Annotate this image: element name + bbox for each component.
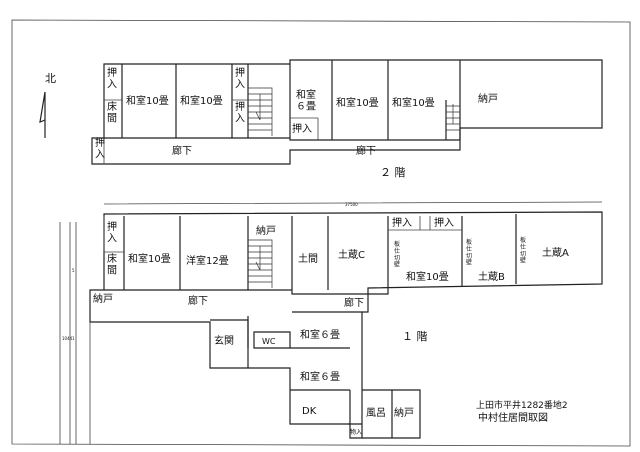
room-youshitsu-1f: 洋室12畳 (186, 254, 229, 267)
dimension-left-1: 5 (72, 268, 75, 273)
floor-1: 37500 5 10441 (59, 201, 603, 444)
room-oshi-2f-1: 押入 (107, 66, 117, 91)
floor-1-labels: 押入 床間 和室10畳 洋室12畳 納戸 土間 土蔵C 押入 押入 板仕切壁 和… (93, 216, 569, 436)
floor-2-labels: 押入 床間 和室10畳 和室10畳 押入 押入 和室６畳 押入 和室10畳 和室… (95, 66, 498, 179)
dimension-top: 37500 (345, 202, 358, 207)
room-dozo-b: 土蔵B (478, 270, 505, 283)
room-oshi-2f-4: 押入 (292, 122, 312, 135)
room-dozo-a: 土蔵A (542, 246, 569, 259)
caption: 上田市平井1282番地2 中村住居間取図 (476, 399, 568, 424)
room-dozo-c: 土蔵C (338, 248, 365, 261)
room-nando-2f: 納戸 (478, 92, 498, 105)
room-washitsu-2f-b: 和室10畳 (180, 94, 223, 107)
north-arrow: 北 (39, 72, 56, 138)
dimension-left-2: 10441 (62, 336, 75, 341)
room-washitsu-1f-a: 和室10畳 (128, 252, 171, 265)
room-washitsu-6-a: 和室６畳 (300, 328, 340, 341)
room-washitsu-2f-c: 和室10畳 (336, 96, 379, 109)
room-washitsu-6-b: 和室６畳 (300, 370, 340, 383)
room-oshi-1f-1: 押入 (107, 220, 117, 245)
caption-address: 上田市平井1282番地2 (476, 399, 568, 411)
page-border (11, 19, 631, 447)
room-washitsu-1f-b: 和室10畳 (406, 270, 449, 283)
room-monoire: 物入 (350, 428, 362, 436)
room-wc: WC (262, 337, 276, 346)
room-itajikiri-1: 板仕切壁 (394, 240, 400, 269)
room-toko-1f: 床間 (107, 252, 117, 277)
room-rouka-2f-2: 廊下 (356, 144, 376, 157)
room-genkan: 玄関 (214, 334, 234, 347)
room-oshi-1f-3: 押入 (434, 216, 454, 229)
room-itajikiri-3: 板仕切壁 (520, 236, 526, 265)
floor-2 (91, 59, 603, 165)
room-oshi-2f-3: 押入 (235, 100, 245, 125)
room-washitsu-2f-a: 和室10畳 (126, 94, 169, 107)
room-itajikiri-2: 板仕切壁 (466, 238, 472, 267)
room-dk: DK (302, 406, 317, 417)
room-rouka-1f-2: 廊下 (344, 296, 364, 309)
room-washitsu-2f-d: 和室10畳 (392, 96, 435, 109)
room-rouka-1f-1: 廊下 (188, 294, 208, 307)
room-doma-1f: 土間 (298, 252, 318, 265)
room-nando-1f-1: 納戸 (256, 224, 276, 237)
room-washitsu-2f-6: 和室６畳 (296, 88, 316, 113)
room-nando-1f-2: 納戸 (93, 292, 113, 305)
caption-title: 中村住居間取図 (478, 411, 548, 424)
north-label: 北 (45, 72, 56, 85)
floor-1-title: １ 階 (402, 329, 428, 343)
room-rouka-2f-1: 廊下 (172, 144, 192, 157)
room-oshi-2f-5: 押入 (95, 136, 105, 161)
room-toko-2f: 床間 (107, 100, 117, 125)
floor-2-title: ２ 階 (380, 165, 406, 179)
room-oshi-2f-2: 押入 (235, 66, 245, 91)
room-furo: 風呂 (366, 407, 386, 419)
room-oshi-1f-2: 押入 (392, 216, 412, 229)
room-nando-1f-3: 納戸 (394, 406, 414, 419)
